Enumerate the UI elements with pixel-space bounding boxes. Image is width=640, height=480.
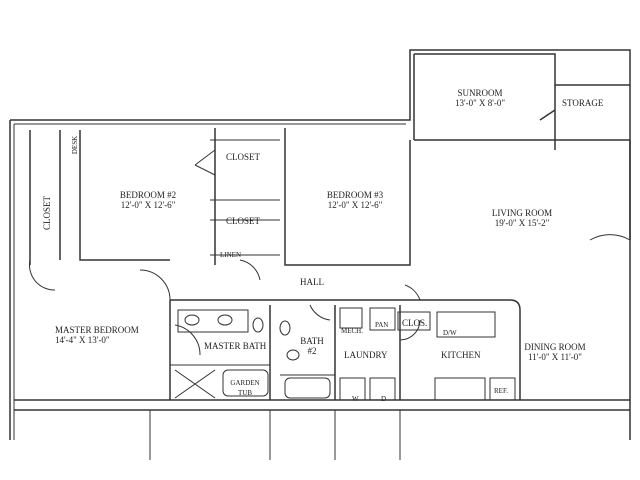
closet-left-label: CLOSET: [42, 195, 53, 231]
mech-label: MECH.: [341, 327, 363, 335]
kitchen-label: KITCHEN: [441, 350, 481, 360]
master-bath-label: MASTER BATH: [204, 341, 267, 351]
storage-label: STORAGE: [562, 98, 604, 108]
hall-label: HALL: [300, 277, 324, 287]
clos-label: CLOS.: [402, 318, 428, 328]
bath2-label: BATH#2: [300, 336, 324, 356]
closet-top-label: CLOSET: [226, 152, 261, 162]
dryer-label: D: [381, 395, 387, 403]
closet-mid-label: CLOSET: [226, 216, 261, 226]
laundry-label: LAUNDRY: [344, 350, 388, 360]
refrigerator-label: REF.: [494, 387, 509, 395]
pan-label: PAN: [375, 321, 389, 329]
desk-label: DESK: [71, 135, 80, 155]
washer-label: W: [352, 395, 359, 403]
linen-label: LINEN: [220, 251, 241, 259]
dishwasher-label: D/W: [443, 329, 457, 337]
